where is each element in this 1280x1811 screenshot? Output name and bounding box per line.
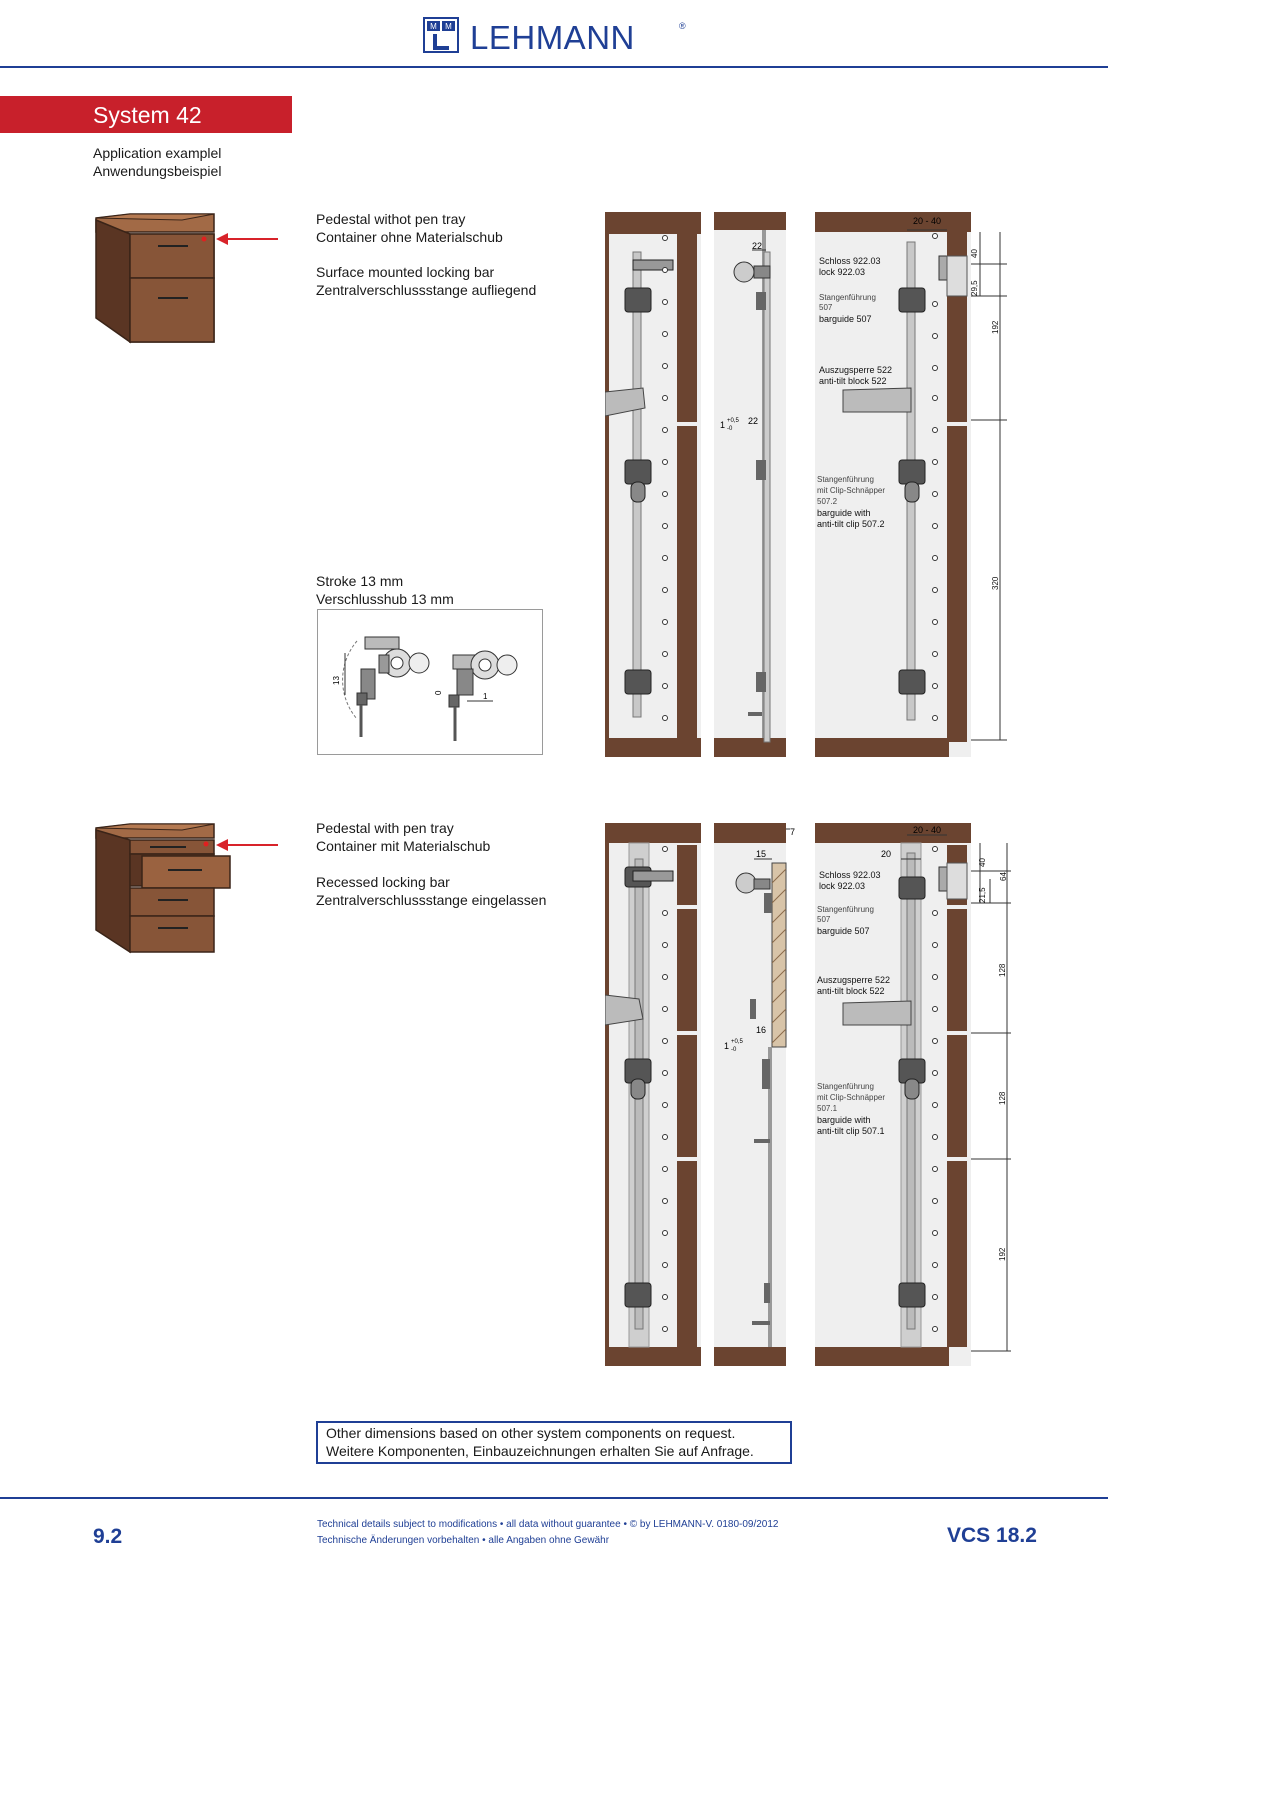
ex2-block-de: Auszugsperre 522 [817,975,890,985]
ex1-clip-num: 507.2 [817,497,838,506]
ex1-dim-29-5: 29,5 [970,280,979,296]
ex1-clip-en1: barguide with [817,508,871,518]
brand-name: LEHMANN [470,19,635,56]
ex1-guide-num: 507 [819,303,833,312]
section-subtitle-de: Anwendungsbeispiel [93,163,222,179]
example1-side-view: 22 22 1 +0,5 -0 [714,212,786,757]
ex2-lock-de: Schloss 922.03 [819,870,881,880]
note-line-de: Weitere Komponenten, Einbauzeichnungen e… [326,1443,754,1459]
pedestal-with-pen-tray-illustration [95,823,231,954]
dim-1: 1 [483,692,488,701]
ex1-dim-40: 40 [970,249,979,258]
ex1-clip-de2: mit Clip-Schnäpper [817,486,885,495]
side2-dim-1: 1 [724,1041,729,1051]
ex2-block-en: anti-tilt block 522 [817,986,885,996]
ex2-lock-en: lock 922.03 [819,881,865,891]
pointer-arrow-icon [216,839,278,851]
logo-mark-letter-m2: M [445,22,452,31]
pointer-arrow-icon [216,233,278,245]
dim-0: 0 [434,690,443,695]
example1-front-view-labeled: 20 - 40 Schloss 922.03 lock 922.03 Stang… [815,212,1007,757]
brand-logo: M M LEHMANN ® [423,17,693,57]
ex2-clip-de1: Stangenführung [817,1082,874,1091]
dim-13: 13 [332,676,341,685]
ex1-clip-en2: anti-tilt clip 507.2 [817,519,885,529]
logo-mark-icon: M M [423,17,459,53]
registered-mark: ® [679,21,686,31]
ex2-dim-128-b: 128 [998,1091,1007,1105]
ex2-dim-128-a: 128 [998,963,1007,977]
ex2-guide-de: Stangenführung [817,905,874,914]
example1-front-view-left [605,212,701,757]
example1-bar-de: Zentralverschlussstange aufliegend [316,282,537,298]
ex1-guide-en: barguide 507 [819,314,872,324]
example1-title-en: Pedestal withot pen tray [316,211,466,227]
example2-bar-en: Recessed locking bar [316,874,450,890]
ex2-dim-21-5: 21,5 [978,887,987,903]
footer-rule [0,1497,1108,1499]
note-box: Other dimensions based on other system c… [316,1421,792,1464]
ex2-clip-en1: barguide with [817,1115,871,1125]
side2-tol-minus: -0 [731,1047,737,1053]
ex1-dim-192: 192 [991,320,1000,334]
ex1-lock-en: lock 922.03 [819,267,865,277]
ex2-guide-num: 507 [817,915,831,924]
stroke-detail-drawing: 13 0 1 [317,609,543,755]
example1-title-de: Container ohne Materialschub [316,229,503,245]
ex2-clip-num: 507.1 [817,1104,838,1113]
ex2-dim-20: 20 [881,849,891,859]
example2-side-view: 7 15 16 1 +0,5 -0 [714,823,795,1366]
pedestal-without-pen-tray-illustration [95,213,215,344]
example2-bar-de: Zentralverschlussstange eingelassen [316,892,547,908]
example1-stroke-de: Verschlusshub 13 mm [316,591,454,607]
side-dim-1: 1 [720,420,725,430]
ex1-block-de: Auszugsperre 522 [819,365,892,375]
side2-tol-plus: +0,5 [731,1039,744,1045]
example2-title-en: Pedestal with pen tray [316,820,454,836]
example2-title-de: Container mit Materialschub [316,838,491,854]
ex2-dim-40: 40 [978,858,987,867]
ex2-guide-en: barguide 507 [817,926,870,936]
ex1-clip-de1: Stangenführung [817,475,874,484]
page-number: 9.2 [93,1525,123,1548]
ex2-clip-de2: mit Clip-Schnäpper [817,1093,885,1102]
side2-dim-16: 16 [756,1025,766,1035]
example2-front-view-labeled: 20 - 40 20 Schloss 922.03 lock 922.03 St… [815,823,1011,1366]
ex1-dim-320: 320 [991,576,1000,590]
side-dim-22-top: 22 [752,241,762,251]
section-title: System 42 [93,102,202,128]
section-subtitle-en: Application examplel [93,145,222,161]
example1-bar-en: Surface mounted locking bar [316,264,495,280]
ex1-lock-de: Schloss 922.03 [819,256,881,266]
document-code: VCS 18.2 [947,1524,1037,1547]
ex1-block-en: anti-tilt block 522 [819,376,887,386]
ex2-dim-64: 64 [999,872,1008,881]
ex1-guide-de: Stangenführung [819,293,876,302]
section-banner: System 42 [0,96,292,133]
side2-dim-15: 15 [756,849,766,859]
ex2-dim-192: 192 [998,1247,1007,1261]
example1-stroke-en: Stroke 13 mm [316,573,404,589]
note-line-en: Other dimensions based on other system c… [326,1425,736,1441]
ex2-clip-en2: anti-tilt clip 507.1 [817,1126,885,1136]
header-rule [0,66,1108,68]
ex2-top-dim: 20 - 40 [913,825,941,835]
side-tol-plus: +0,5 [727,418,740,424]
example2-front-view-left [605,823,701,1366]
logo-mark-letter-m1: M [430,22,437,31]
ex1-top-dim: 20 - 40 [913,216,941,226]
side2-dim-7: 7 [790,827,795,837]
footer-disclaimer-en: Technical details subject to modificatio… [317,1519,779,1530]
footer-disclaimer-de: Technische Änderungen vorbehalten • alle… [317,1535,610,1546]
side-dim-22-mid: 22 [748,416,758,426]
side-tol-minus: -0 [727,426,733,432]
